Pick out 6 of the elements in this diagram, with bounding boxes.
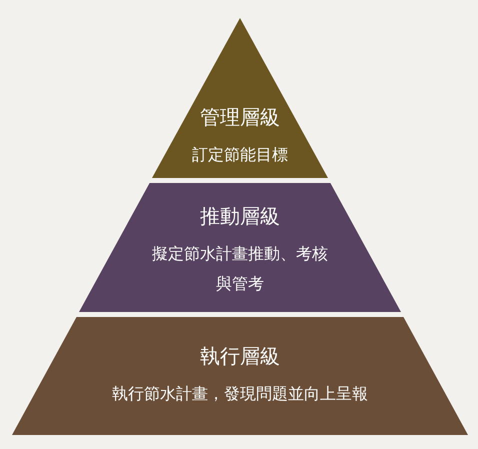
tier-description: 執行節水計畫，發現問題並向上呈報 [111,383,369,405]
tier-title: 執行層級 [199,343,281,370]
tier-title: 推動層級 [199,203,281,230]
tier-title: 管理層級 [199,104,281,131]
tier-description: 訂定節能目標 [191,144,289,166]
tier-description: 擬定節水計畫推動、考核與管考 [151,243,329,295]
